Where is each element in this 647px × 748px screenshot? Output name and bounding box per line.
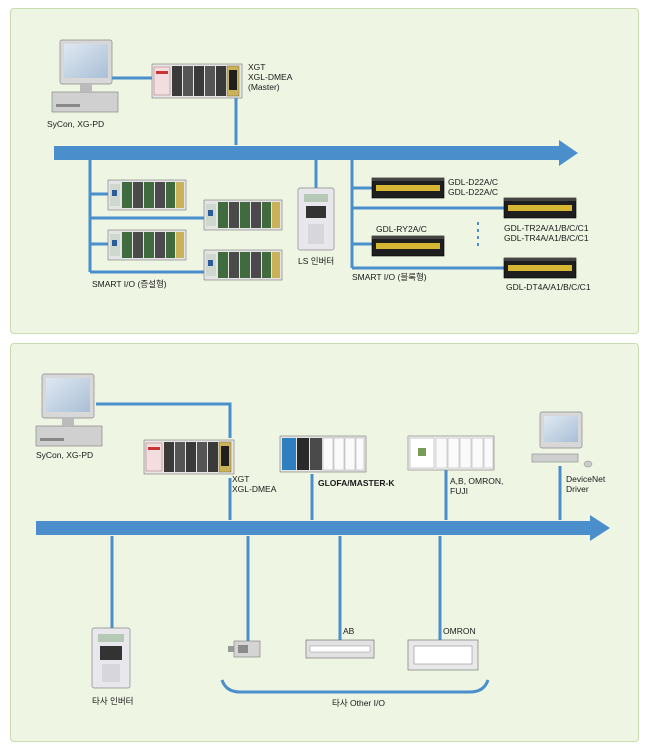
other-io-label: 타사 Other I/O: [332, 698, 385, 708]
glofa-master-k-plc-icon: [279, 435, 367, 473]
devicenet-line2: Driver: [566, 484, 589, 494]
ab-io-module-icon: [305, 639, 375, 659]
ls-inverter-icon: [297, 187, 335, 251]
third-party-inverter-icon: [91, 627, 131, 689]
gdl-tr2a-line1: GDL-TR2A/A1/B/C/C1: [504, 223, 589, 233]
gdl-d22a-line1: GDL-D22A/C: [448, 177, 498, 187]
smart-io-modular-label: SMART I/O (증설형): [92, 279, 167, 289]
gdl-tr2a-line2: GDL-TR4A/A1/B/C/C1: [504, 233, 589, 243]
small-io-module-icon: [228, 640, 261, 658]
devicenet-driver-pc-icon: [531, 411, 593, 468]
top-network-panel: [10, 8, 639, 334]
bottom-pc-workstation-icon: [35, 373, 103, 447]
top-master-line3: (Master): [248, 82, 280, 92]
smart-io-modular-rack-2-icon: [203, 199, 283, 231]
ls-inverter-label: LS 인버터: [298, 256, 334, 266]
gdl-ry2a-block-io-icon: [371, 235, 445, 257]
gdl-dt4a-label: GDL-DT4A/A1/B/C/C1: [506, 282, 591, 292]
bottom-xgt-line2: XGL-DMEA: [232, 484, 277, 494]
smart-io-modular-rack-4-icon: [203, 249, 283, 281]
top-pc-label: SyCon, XG-PD: [47, 119, 104, 129]
bottom-network-bus-arrow: [36, 515, 610, 541]
bottom-xgt-line1: XGT: [232, 474, 249, 484]
top-master-line2: XGL-DMEA: [248, 72, 293, 82]
third-party-inverter-label: 타사 인버터: [92, 696, 133, 706]
smart-io-block-label: SMART I/O (블록형): [352, 272, 427, 282]
omron-io-module-icon: [407, 639, 479, 671]
gdl-d22a-block-io-icon: [371, 177, 445, 199]
top-master-line1: XGT: [248, 62, 265, 72]
ab-omron-line2: FUJI: [450, 486, 468, 496]
ab-omron-line1: A,B, OMRON,: [450, 476, 503, 486]
glofa-label: GLOFA/MASTER-K: [318, 478, 395, 488]
gdl-dt4a-block-io-icon: [503, 257, 577, 279]
pc-workstation-icon: [51, 39, 119, 113]
gdl-tr2a-block-io-icon: [503, 197, 577, 219]
devicenet-line1: DeviceNet: [566, 474, 606, 484]
smart-io-modular-rack-1-icon: [107, 179, 187, 211]
gdl-d22a-line2: GDL-D22A/C: [448, 187, 498, 197]
bottom-pc-label: SyCon, XG-PD: [36, 450, 93, 460]
smart-io-modular-rack-3-icon: [107, 229, 187, 261]
xgt-master-plc-icon: [151, 63, 243, 99]
omron-label: OMRON: [443, 626, 476, 636]
ab-label: AB: [343, 626, 355, 636]
ab-omron-fuji-plc-icon: [407, 435, 495, 471]
gdl-ry2a-label: GDL-RY2A/C: [376, 224, 427, 234]
other-io-bracket: [220, 679, 490, 694]
bottom-xgt-plc-icon: [143, 439, 235, 475]
top-network-bus-arrow: [54, 140, 578, 166]
